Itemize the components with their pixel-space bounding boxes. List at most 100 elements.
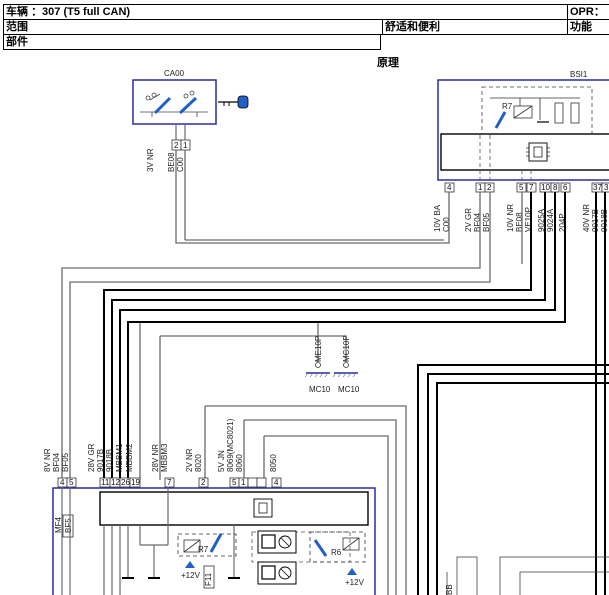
pin: 6 [563,183,568,192]
fuse-icon [203,565,215,589]
ca00-module [132,79,217,125]
switch-contact-b [178,96,198,115]
pin: 4 [60,478,65,487]
wire-label: BB [445,584,454,595]
wire-label: 8050 [269,454,278,472]
wire-label: 28V GR [87,443,96,472]
pin: 2 [174,141,179,150]
scope-value: 舒适和便利 [385,21,440,33]
ground-label: ME10P [314,336,323,362]
pin: 5 [232,478,237,487]
wire-label: 40V NR [582,204,591,232]
power-wires [103,192,609,595]
wire-label: BF05 [61,452,70,472]
component-label: 部件 [6,36,28,48]
bsi1-label: BSI1 [570,70,588,79]
function-label: 功能 [570,21,592,33]
supply-label: +12V [181,571,201,580]
chip-icon [526,142,550,162]
bsi1-module [437,79,609,181]
wire-label: MBBM3 [160,443,169,472]
pin: 1 [478,183,483,192]
lower-internal-wires [61,487,235,595]
section-title: 原理 [377,57,399,69]
fuse-label: MF4 [54,516,63,533]
cutoff-connectors [446,556,609,595]
switch-contact-a [153,96,172,115]
bsi-pins [444,182,609,193]
pin: 5 [69,478,74,487]
pin: 7 [167,478,172,487]
ignition-switch-symbol [140,90,208,117]
divider [567,20,568,34]
lower-pins [57,477,282,488]
fuse-icon [62,514,74,538]
wire-label: 9018B [105,449,114,472]
relay-label: R6 [331,548,342,557]
wire-label: VE10P [524,207,533,232]
wire-label: BE08 [167,152,176,172]
vehicle-value: ：307 (T5 full CAN) [31,6,131,18]
relay-contact [209,533,223,553]
divider [567,5,568,19]
wire-label: MBBM2 [125,443,134,472]
lower-relay-zone [251,531,351,563]
relay-r7-bsi [490,97,580,123]
pin: 4 [447,183,452,192]
signal-wires [61,150,523,595]
lower-ecu-block [99,491,369,526]
wire-label: 9025A [537,208,546,232]
opr-cell: OPR： [570,6,605,18]
relay-contact [313,539,328,557]
scope-label: 范围 [6,21,28,33]
pin: 4 [274,478,279,487]
lamp-icon [257,530,297,554]
wire-label: BE08 [515,212,524,232]
supply-arrow-icon [347,568,357,575]
relay-r6 [309,531,366,563]
relay-label: R7 [502,102,513,111]
document-header: 车辆 ：307 (T5 full CAN) OPR： 范围 舒适和便利 功能 部… [3,4,609,54]
pin: 5 [519,183,524,192]
vehicle-cell: 车辆 ：307 (T5 full CAN) [4,5,564,19]
relay-label: R7 [198,545,209,554]
vehicle-label: 车辆 [6,6,28,18]
pin: 26 [121,478,130,487]
wire-label: MBBM1 [115,443,124,472]
ground-label: MC10 [309,385,331,394]
pin: 12 [111,478,120,487]
fuse-label: BF5 [64,518,73,533]
key-icon [218,95,249,109]
pin: 2 [487,183,492,192]
wire-label: 5V JN [217,450,226,472]
fuse-label: F11 [204,572,213,586]
wire-label: 9017B [96,449,105,472]
pin: 37 [593,183,602,192]
pin: 19 [131,478,140,487]
ground-label: MC10 [338,385,360,394]
pin: 3 [604,183,609,192]
relay-r7 [177,533,237,557]
ca00-pins: 2 1 [171,139,191,151]
bsi-internal-links [479,135,532,183]
wire-label: 10V BA [433,204,442,232]
lamp-icon [257,561,297,585]
wire-label: C00 [442,217,451,232]
wire-label: 10V NR [506,204,515,232]
pin: 1 [241,478,246,487]
wire-label: 204P [558,213,567,232]
wire-label: 8060 [235,454,244,472]
fuse-icon [554,102,580,124]
wire-label: 8069(MC8021) [226,418,235,472]
bsi1-ecu-block [440,133,609,171]
pin: 1 [183,141,188,150]
pin: 8 [553,183,558,192]
wire-label: 2V NR [185,448,194,472]
divider [382,20,383,34]
chip-icon [253,498,273,518]
wire-label: BF05 [482,212,491,232]
ground-symbols [304,362,358,378]
wire-label: 8020 [194,454,203,472]
header-row-component: 部件 [3,34,381,50]
